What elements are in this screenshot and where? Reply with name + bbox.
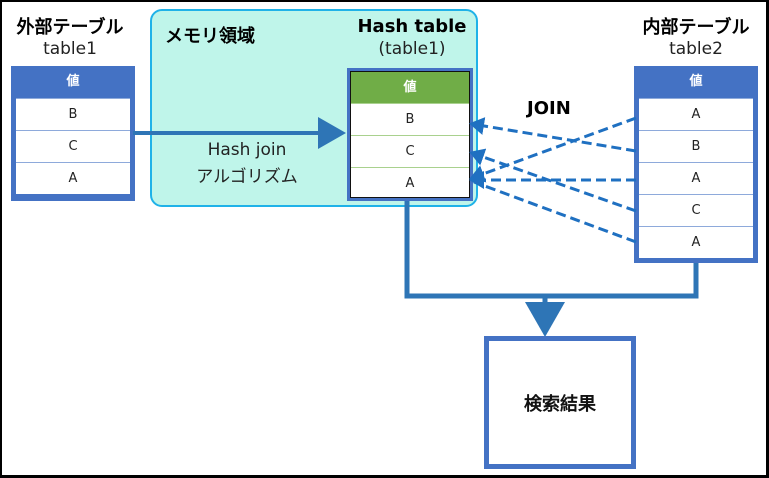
algorithm-label-line2: アルゴリズム xyxy=(196,167,298,187)
result-label: 検索結果 xyxy=(524,393,596,415)
inner-table-row: A xyxy=(639,226,753,258)
outer-table: 値 B C A xyxy=(11,66,135,201)
memory-area-label: メモリ領域 xyxy=(165,26,255,47)
hash-table-row: C xyxy=(351,135,469,167)
outer-table-name: table1 xyxy=(43,39,97,59)
join-line-C xyxy=(469,148,637,213)
join-line-B xyxy=(469,117,637,153)
hash-table-source: (table1) xyxy=(378,39,446,59)
hash-table: 値 B C A xyxy=(347,68,473,201)
hash-table-row: A xyxy=(351,167,469,199)
hash-table-header: 値 xyxy=(351,72,469,103)
inner-table-name: table2 xyxy=(669,39,723,59)
outer-table-row: A xyxy=(16,162,130,194)
inner-table-title: 内部テーブル xyxy=(642,17,750,38)
outer-table-header: 値 xyxy=(66,74,80,89)
hash-table-row: B xyxy=(351,103,469,135)
inner-table-row: C xyxy=(639,194,753,226)
result-merge-line xyxy=(404,201,699,299)
algorithm-label-line1: Hash join xyxy=(207,140,287,160)
join-line-A3 xyxy=(473,180,637,244)
hash-table-title: Hash table xyxy=(357,16,467,37)
outer-table-row: B xyxy=(16,98,130,130)
result-box: 検索結果 xyxy=(484,336,636,469)
inner-table-row: A xyxy=(639,98,753,130)
inner-table: 値 A B A C A xyxy=(634,66,758,263)
outer-table-row: C xyxy=(16,130,130,162)
join-label: JOIN xyxy=(527,98,571,119)
inner-table-header: 値 xyxy=(689,74,703,89)
inner-table-row: A xyxy=(639,162,753,194)
outer-table-title: 外部テーブル xyxy=(16,17,124,38)
inner-table-row: B xyxy=(639,130,753,162)
